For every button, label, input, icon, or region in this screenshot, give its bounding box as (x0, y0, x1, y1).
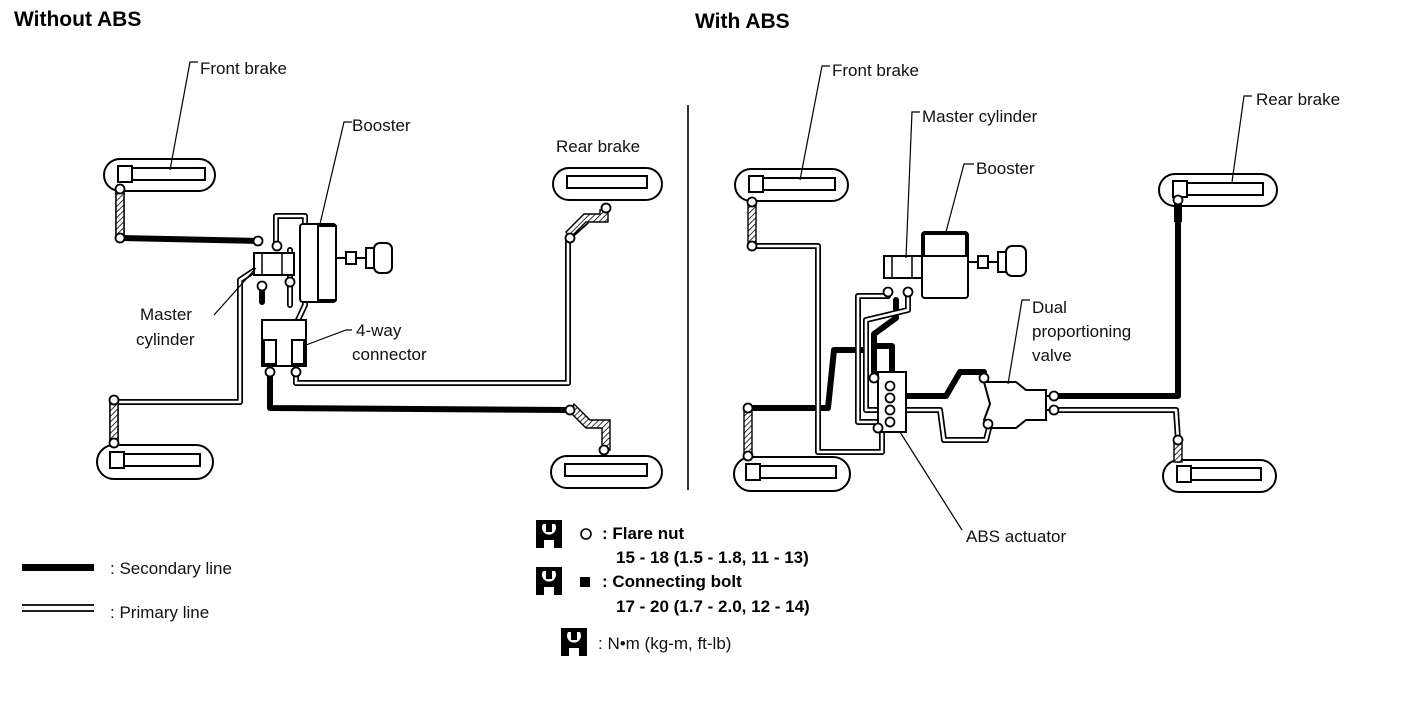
label-abs-actuator: ABS actuator (966, 527, 1067, 546)
leader-lines-without-abs (169, 61, 352, 346)
torque-wrench-icon (561, 628, 587, 656)
flare-nut-value: 15 - 18 (1.5 - 1.8, 11 - 13) (616, 548, 809, 567)
label-master-cylinder-left-1: Master (140, 305, 192, 324)
front-left-brake-caliper (103, 158, 216, 192)
connecting-bolt-label: : Connecting bolt (602, 572, 742, 591)
label-rear-brake-right: Rear brake (1256, 90, 1340, 109)
abs-front-right-hose (743, 409, 753, 457)
abs-front-left-hose (747, 200, 757, 246)
secondary-line-swatch (22, 564, 94, 571)
abs-booster (921, 231, 1027, 299)
flare-nuts-without-abs (108, 183, 612, 456)
flare-nut-circle-icon (580, 528, 592, 540)
torque-wrench-icon (536, 567, 562, 595)
label-dual-3: valve (1032, 346, 1072, 365)
connecting-bolt-square-icon (580, 577, 590, 587)
label-master-cylinder-right: Master cylinder (922, 107, 1038, 126)
label-dual-2: proportioning (1032, 322, 1131, 341)
rear-right-hose (565, 209, 609, 240)
flare-nuts-with-abs (742, 194, 1184, 462)
label-four-way-2: connector (352, 345, 427, 364)
flare-nut-label: : Flare nut (602, 524, 685, 543)
abs-rear-right-brake-caliper (1158, 173, 1278, 207)
label-master-cylinder-left-2: cylinder (136, 330, 195, 349)
label-rear-brake-left: Rear brake (556, 137, 640, 156)
connecting-bolt-value: 17 - 20 (1.7 - 2.0, 12 - 14) (616, 597, 810, 616)
rear-left-hose (569, 402, 611, 451)
title-without-abs: Without ABS (14, 8, 141, 31)
torque-units: : N•m (kg-m, ft-lb) (598, 634, 731, 653)
secondary-lines-with-abs (747, 219, 1181, 411)
abs-front-left-brake-caliper (734, 168, 849, 202)
legend-secondary-line: : Secondary line (110, 559, 232, 578)
abs-master-cylinder (883, 255, 923, 279)
rear-right-brake-caliper (552, 167, 663, 201)
torque-specs: : Flare nut 15 - 18 (1.5 - 1.8, 11 - 13)… (536, 520, 810, 656)
abs-front-right-brake-caliper (733, 456, 851, 492)
label-booster-right: Booster (976, 159, 1035, 178)
secondary-line-front-left (117, 235, 261, 244)
abs-rear-right-hose (1174, 200, 1182, 222)
abs-rear-left-brake-caliper (1162, 459, 1277, 493)
label-front-brake-right: Front brake (832, 61, 919, 80)
line-legend: : Secondary line : Primary line (22, 559, 232, 622)
with-abs-diagram: Front brake Master cylinder Booster Rear… (733, 61, 1340, 546)
title-with-abs: With ABS (695, 10, 790, 33)
rear-left-brake-caliper (550, 455, 663, 489)
without-abs-diagram: Front brake Booster Rear brake Master cy… (96, 59, 663, 489)
front-right-brake-caliper (96, 444, 214, 480)
master-cylinder (253, 252, 295, 276)
abs-actuator (877, 371, 907, 433)
label-front-brake-left: Front brake (200, 59, 287, 78)
label-four-way-1: 4-way (356, 321, 402, 340)
four-way-connector (261, 319, 307, 367)
label-booster-left: Booster (352, 116, 411, 135)
secondary-line-rear-left (267, 369, 571, 413)
torque-wrench-icon (536, 520, 562, 548)
dual-proportioning-valve (982, 381, 1054, 429)
booster (299, 223, 393, 303)
leader-lines-with-abs (799, 65, 1252, 531)
legend-primary-line: : Primary line (110, 603, 209, 622)
label-dual-1: Dual (1032, 298, 1067, 317)
